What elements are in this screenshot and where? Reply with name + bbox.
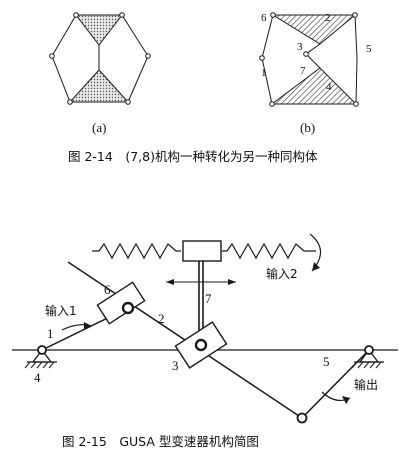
graph-b-nodes [259, 12, 359, 107]
input1-label: 输入1 [45, 303, 77, 318]
graph-a-left-edges [51, 14, 77, 103]
output-label: 输出 [354, 377, 378, 392]
b-link-4: 4 [326, 81, 332, 93]
top-slider-block [182, 240, 222, 262]
end-joint [296, 412, 308, 424]
sub-label-b: (b) [300, 120, 315, 135]
ground-pivot-right [351, 345, 384, 369]
fig15-link-3: 3 [172, 358, 179, 373]
joint-6 [121, 301, 135, 315]
fig15-link-1: 1 [47, 326, 54, 341]
b-link-3: 3 [297, 41, 303, 53]
b-link-7: 7 [300, 65, 306, 77]
ground-pivot-4 [24, 345, 57, 369]
graph-b-lower-triangle [270, 67, 358, 105]
right-spring [222, 242, 316, 260]
graph-a-lower-triangle [68, 69, 130, 103]
fig15-link-7: 7 [205, 291, 212, 306]
graph-b-right-edges [354, 14, 358, 105]
fig15-link-2: 2 [158, 311, 165, 326]
joint-3 [194, 338, 208, 352]
caption-2-14: 图 2-14 (7,8)机构一种转化为另一种同构体 [68, 149, 318, 164]
graph-a-nodes [49, 12, 151, 105]
left-spring [92, 242, 181, 260]
b-link-2: 2 [325, 12, 331, 24]
graph-a-right-edges [121, 14, 149, 103]
fig15-link-5: 5 [323, 354, 330, 369]
b-link-5: 5 [366, 43, 372, 55]
fig15-link-4: 4 [34, 370, 41, 385]
graph-b-upper-triangle [271, 14, 357, 45]
graph-b-inner-edges [305, 43, 321, 69]
b-link-6: 6 [261, 12, 267, 24]
graph-a-upper-triangle [74, 14, 124, 46]
graph-b [259, 12, 359, 107]
b-link-1: 1 [261, 67, 267, 79]
input2-label: 输入2 [266, 266, 298, 281]
caption-2-15: 图 2-15 GUSA 型变速器机构简图 [62, 434, 259, 449]
sub-label-a: (a) [92, 120, 106, 135]
graph-a [49, 12, 151, 105]
fig15-link-6: 6 [104, 282, 111, 297]
link-5 [301, 349, 370, 419]
